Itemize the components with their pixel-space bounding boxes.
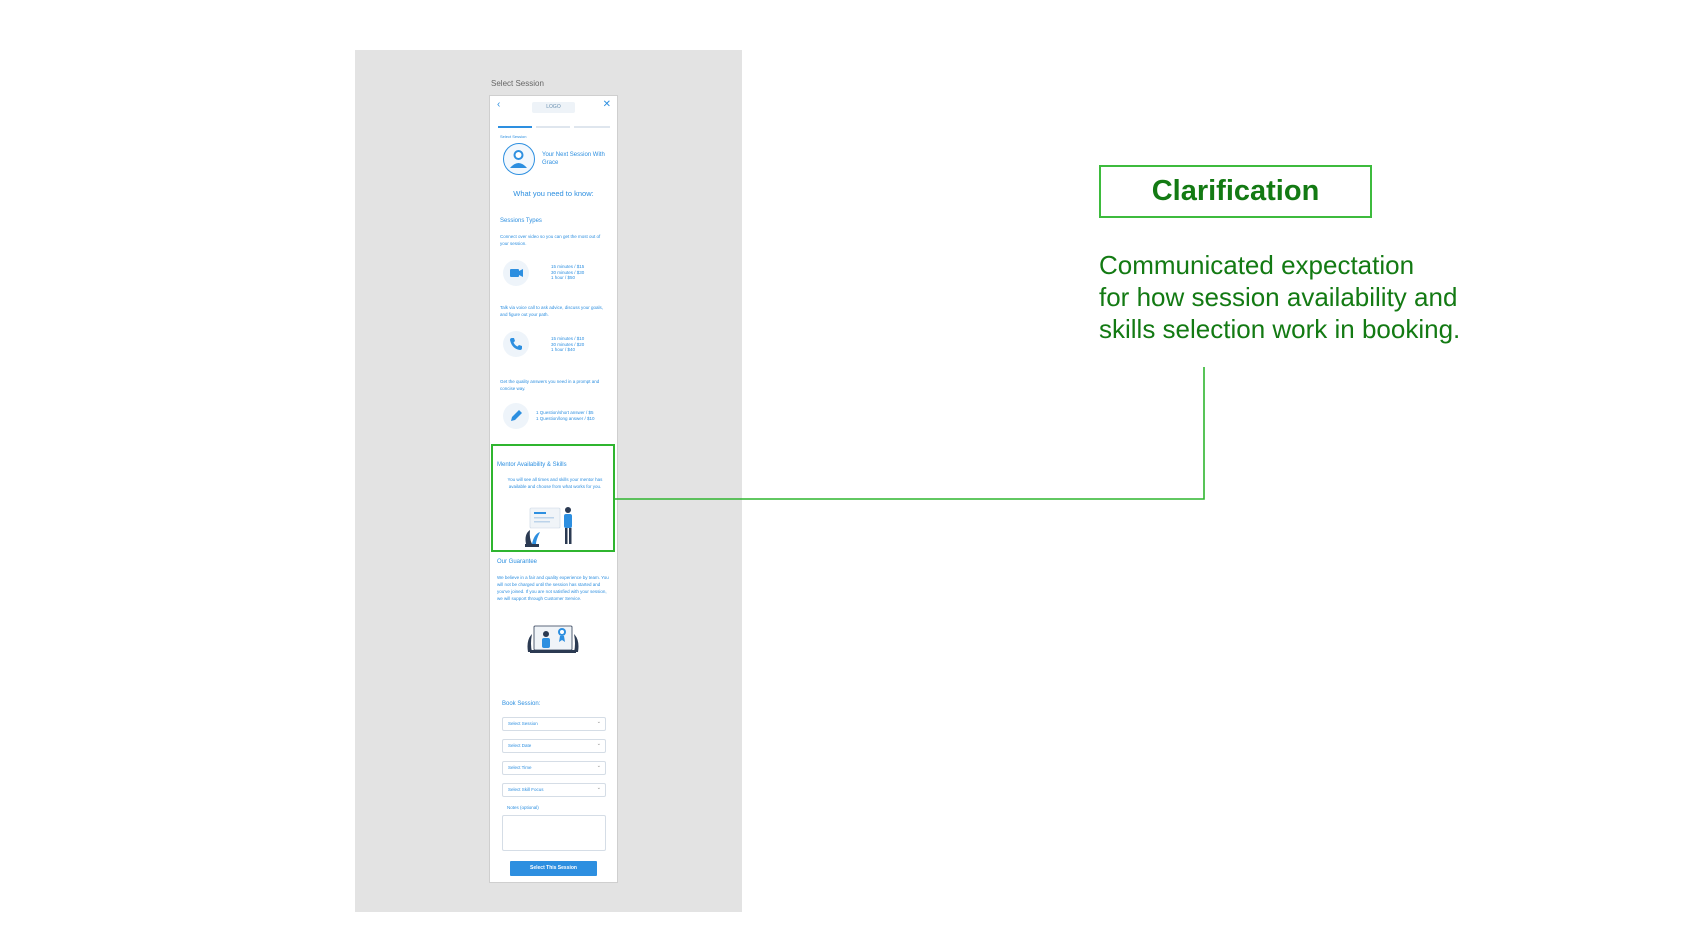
chevron-down-icon: ⌄	[596, 763, 601, 769]
phone-icon	[510, 338, 522, 350]
step-indicator	[574, 126, 610, 128]
chevron-down-icon: ⌄	[596, 719, 601, 725]
select-date-dropdown[interactable]: Select Date ⌄	[502, 739, 606, 753]
select-time-dropdown[interactable]: Select Time ⌄	[502, 761, 606, 775]
chevron-down-icon: ⌄	[596, 785, 601, 791]
session-types-heading: Sessions Types	[500, 218, 542, 224]
frame-label: Select Session	[491, 79, 544, 88]
close-icon[interactable]: ✕	[602, 99, 611, 110]
mentor-avatar	[503, 143, 535, 175]
video-price-list: 15 minutes / $15 30 minutes / $30 1 hour…	[551, 264, 584, 281]
step-indicator-active	[498, 126, 532, 128]
video-camera-icon	[510, 269, 523, 277]
availability-heading: Mentor Availability & Skills	[497, 462, 567, 468]
step-label: Select Session	[500, 134, 527, 139]
select-session-button[interactable]: Select This Session	[510, 861, 597, 876]
availability-description: You will see all times and skills your m…	[507, 477, 603, 489]
callout-body: Communicated expectation for how session…	[1099, 249, 1519, 345]
video-description: Connect over video so you can get the mo…	[500, 234, 601, 246]
select-session-label: Select Session	[508, 721, 538, 726]
select-skill-dropdown[interactable]: Select Skill Focus ⌄	[502, 783, 606, 797]
callout-line: skills selection work in booking.	[1099, 314, 1461, 344]
logo: LOGO	[532, 102, 575, 113]
next-session-title: Your Next Session With Grace	[542, 152, 605, 166]
voice-price-list: 15 minutes / $10 30 minutes / $20 1 hour…	[551, 336, 584, 353]
select-date-label: Select Date	[508, 743, 532, 748]
video-icon-circle	[503, 260, 529, 286]
select-session-dropdown[interactable]: Select Session ⌄	[502, 717, 606, 731]
callout-title: Clarification	[1151, 175, 1320, 207]
chevron-left-icon[interactable]: ‹	[497, 99, 501, 110]
chevron-down-icon: ⌄	[596, 741, 601, 747]
top-bar: ‹ LOGO ✕	[490, 96, 617, 118]
need-to-know-heading: What you need to know:	[513, 189, 594, 198]
guarantee-description: We believe in a fair and quality experie…	[497, 575, 609, 601]
price-item: 1 Question/short answer / $5	[536, 410, 594, 415]
step-progress	[498, 126, 610, 128]
price-item: 15 minutes / $15	[551, 264, 585, 269]
price-item: 15 minutes / $10	[551, 336, 585, 341]
price-item: 30 minutes / $30	[551, 269, 585, 275]
step-indicator	[536, 126, 570, 128]
written-price-list: 1 Question/short answer / $5 1 Question/…	[536, 410, 595, 421]
avatar-icon	[510, 150, 527, 168]
callout-line: for how session availability and	[1099, 282, 1458, 312]
select-time-label: Select Time	[508, 765, 532, 770]
notes-label: Notes (optional)	[507, 805, 539, 810]
price-item: 1 Question/long answer / $10	[536, 415, 595, 421]
select-skill-label: Select Skill Focus	[508, 787, 544, 792]
voice-description: Talk via voice call to ask advice, discu…	[500, 305, 604, 317]
written-description: Get the quality answers you need in a pr…	[500, 379, 600, 391]
phone-icon-circle	[503, 331, 529, 357]
price-item: 1 hour / $50	[551, 275, 576, 280]
book-session-heading: Book Session:	[502, 701, 541, 707]
pencil-icon-circle	[503, 403, 529, 429]
callout-title-box: Clarification	[1099, 165, 1372, 218]
notes-textarea[interactable]	[502, 815, 606, 851]
price-item: 1 hour / $40	[551, 347, 576, 352]
pencil-icon	[511, 410, 522, 421]
mobile-screen: ‹ LOGO ✕ Select Session Your Next Sessio…	[489, 95, 618, 883]
highlight-box	[491, 444, 615, 552]
callout-line: Communicated expectation	[1099, 250, 1415, 280]
guarantee-illustration	[527, 625, 579, 653]
availability-illustration	[525, 507, 572, 547]
guarantee-heading: Our Guarantee	[497, 559, 538, 565]
price-item: 30 minutes / $20	[551, 341, 585, 347]
